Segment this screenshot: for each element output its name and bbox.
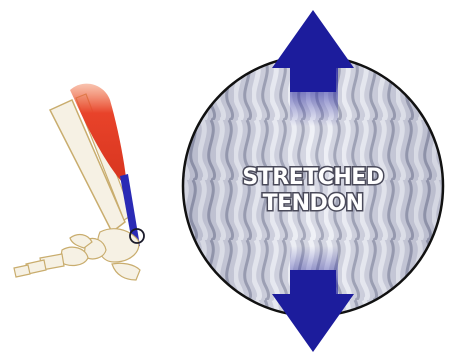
magnified-tendon-view: STRETCHED TENDON (180, 10, 450, 352)
leg-illustration (14, 84, 144, 280)
stretched-label: STRETCHED (242, 165, 383, 190)
tendon-label: TENDON (263, 191, 364, 216)
foot-bones (14, 229, 140, 280)
